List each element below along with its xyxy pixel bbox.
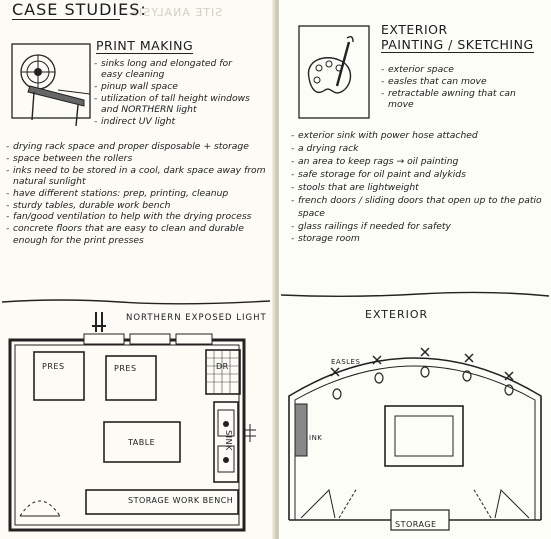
print-making-full-list: drying rack space and proper disposable … <box>6 141 268 246</box>
list-item: sinks long and elongated for easy cleani… <box>94 58 252 81</box>
print-making-heading: PRINT MAKING <box>96 38 194 54</box>
section-divider <box>1 299 271 305</box>
print-making-right-list: sinks long and elongated for easy cleani… <box>94 58 252 128</box>
drying-rack-label: DR <box>216 362 229 371</box>
page-title: CASE STUDIES: <box>12 0 147 19</box>
list-item: safe storage for oil paint and alykids <box>291 169 543 182</box>
left-page: SITE ANALYSIS CASE STUDIES: PRINT MAKING… <box>0 0 275 539</box>
list-item: storage room <box>291 233 543 246</box>
list-item: sturdy tables, durable work bench <box>6 200 268 212</box>
exterior-full-list: exterior sink with power hose attached a… <box>291 130 543 246</box>
list-item: stools that are lightweight <box>291 182 543 195</box>
list-item: retractable awning that can move <box>381 88 531 111</box>
list-item: indirect UV light <box>94 116 252 128</box>
section-divider <box>280 291 550 297</box>
storage-label: STORAGE <box>395 520 437 529</box>
list-item: space between the rollers <box>6 153 268 165</box>
exterior-right-list: exterior space easles that can move retr… <box>381 64 531 111</box>
plan-title: NORTHERN EXPOSED LIGHT <box>126 313 267 323</box>
exterior-heading: EXTERIOR PAINTING / SKETCHING <box>381 22 534 53</box>
list-item: glass railings if needed for safety <box>291 221 543 234</box>
list-item: concrete floors that are easy to clean a… <box>6 223 268 246</box>
title-underline <box>12 19 120 20</box>
list-item: an area to keep rags → oil painting <box>291 156 543 169</box>
list-item: french doors / sliding doors that open u… <box>291 195 543 220</box>
press-label: PRES <box>114 364 137 373</box>
list-item: fan/good ventilation to help with the dr… <box>6 211 268 223</box>
table-label: TABLE <box>128 438 156 447</box>
list-item: have different stations: prep, printing,… <box>6 188 268 200</box>
press-label: PRES <box>42 362 65 371</box>
book-gutter <box>272 0 282 539</box>
plan-title: EXTERIOR <box>365 308 429 321</box>
list-item: utilization of tall height windows and N… <box>94 93 252 116</box>
sink-label: SINK <box>223 430 233 451</box>
right-page: EXTERIOR PAINTING / SKETCHING exterior s… <box>279 0 551 539</box>
list-item: easles that can move <box>381 76 531 88</box>
list-item: pinup wall space <box>94 81 252 93</box>
easles-label: EASLES <box>331 358 361 366</box>
list-item: inks need to be stored in a cool, dark s… <box>6 165 268 188</box>
paint-palette-sketch <box>298 25 370 119</box>
list-item: a drying rack <box>291 143 543 156</box>
print-studio-floor-plan <box>8 312 256 532</box>
exterior-plan <box>288 347 542 531</box>
list-item: exterior space <box>381 64 531 76</box>
list-item: exterior sink with power hose attached <box>291 130 543 143</box>
print-press-sketch <box>11 43 91 127</box>
sink-label: INK <box>309 434 323 442</box>
bench-label: STORAGE WORK BENCH <box>128 496 234 505</box>
list-item: drying rack space and proper disposable … <box>6 141 268 153</box>
